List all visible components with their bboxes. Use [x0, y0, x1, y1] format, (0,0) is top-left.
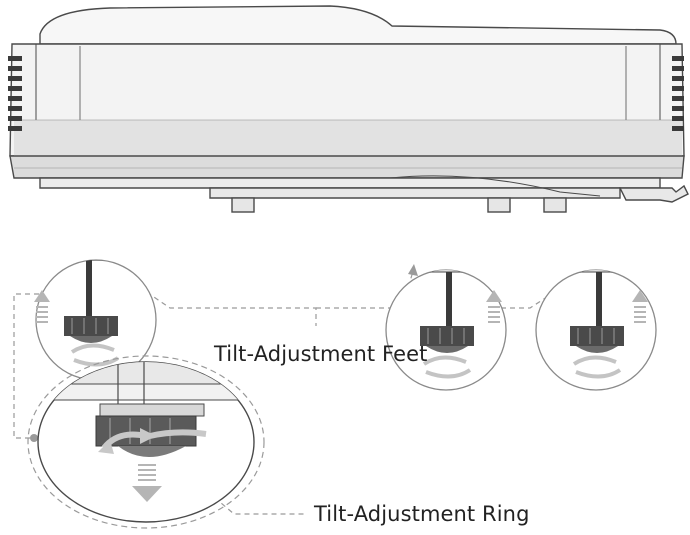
arrow-up-icon [632, 290, 648, 323]
arrow-up-icon [34, 290, 50, 323]
callout-dot [30, 434, 38, 442]
projector-bottom-rim [9, 155, 685, 179]
tilt-foot-right [535, 269, 657, 391]
tilt-foot-center [385, 269, 507, 391]
rear-hook [618, 184, 689, 203]
tilt-adjustment-feet-label: Tilt-Adjustment Feet [214, 342, 428, 366]
projector-base [39, 177, 661, 189]
left-vents [8, 56, 22, 131]
projector-body [8, 5, 689, 213]
rotate-arrows-icon [572, 355, 622, 379]
right-vents [672, 56, 684, 131]
tilt-adjustment-ring-label: Tilt-Adjustment Ring [314, 502, 530, 526]
arrow-up-icon [486, 290, 502, 323]
projector-top-lid [39, 5, 677, 45]
rotate-arrows-icon [70, 343, 120, 367]
rotate-arrows-icon [422, 355, 472, 379]
tilt-ring-zoom [27, 355, 265, 529]
tilt-foot-left [34, 259, 157, 381]
arrow-down-icon [132, 464, 162, 502]
